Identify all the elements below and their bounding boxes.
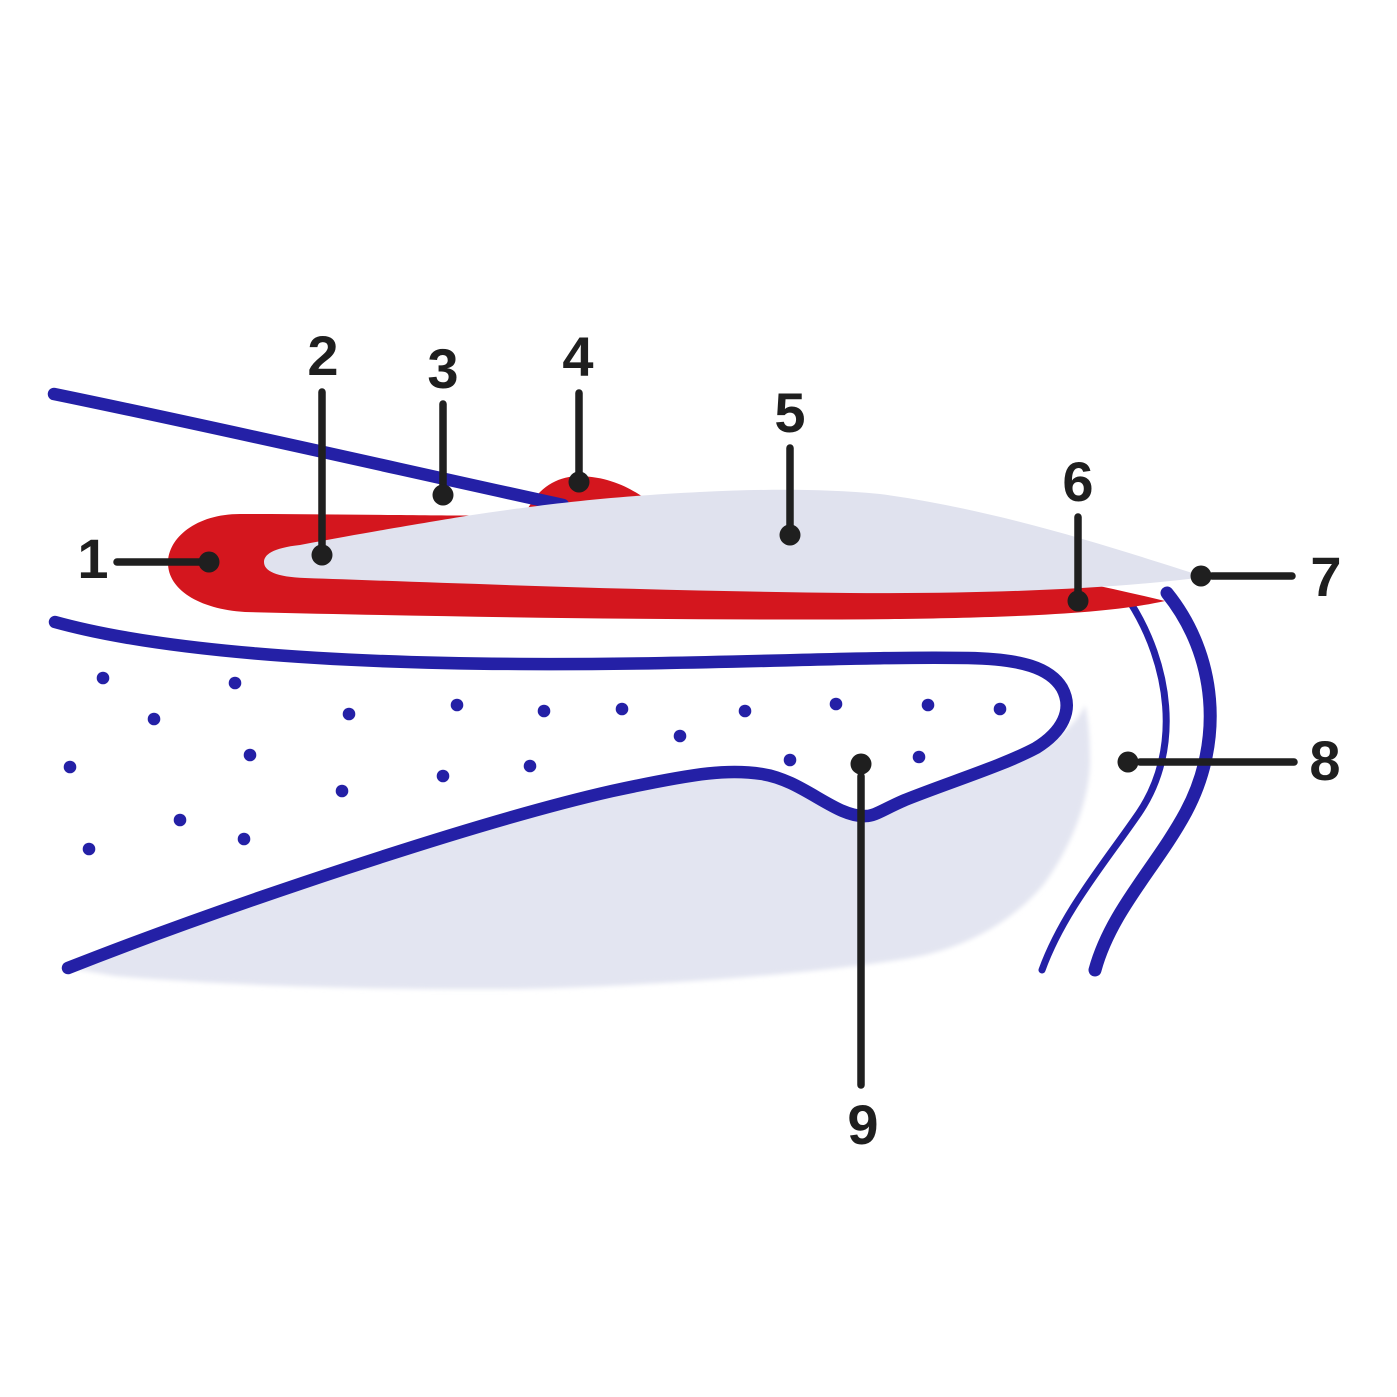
callout-6: 6 <box>1062 450 1094 612</box>
dermis-dot <box>783 753 797 767</box>
callout-5: 5 <box>774 381 806 546</box>
callout-marker-dot <box>198 551 220 573</box>
callout-marker-dot <box>568 471 590 493</box>
dermis-dot <box>96 671 110 685</box>
dermis-dot <box>615 702 629 716</box>
dermis-dot <box>147 712 161 726</box>
dermis-dot <box>450 698 464 712</box>
callout-number: 7 <box>1310 545 1341 608</box>
callout-8: 8 <box>1117 729 1341 792</box>
dermis-dot <box>82 842 96 856</box>
callout-layer: 1 2 3 4 5 6 7 8 9 <box>77 324 1341 1156</box>
callout-number: 8 <box>1309 729 1340 792</box>
callout-number: 5 <box>774 381 805 444</box>
callout-number: 3 <box>427 337 458 400</box>
callout-marker-dot <box>1067 590 1089 612</box>
callout-number: 1 <box>77 527 108 590</box>
callout-7: 7 <box>1190 545 1342 608</box>
dermis-dot <box>921 698 935 712</box>
callout-2: 2 <box>307 324 339 566</box>
dermis-dot <box>237 832 251 846</box>
callout-marker-dot <box>311 544 333 566</box>
dermis-dot <box>342 707 356 721</box>
distal-phalanx-bone-shape <box>70 705 1090 990</box>
dermis-dot <box>523 759 537 773</box>
dermis-dot <box>228 676 242 690</box>
callout-marker-dot <box>1190 565 1212 587</box>
nail-plate-shape <box>264 489 1205 594</box>
callout-3: 3 <box>427 337 459 506</box>
callout-marker-dot <box>779 524 801 546</box>
dermis-dot <box>537 704 551 718</box>
dermis-dot <box>673 729 687 743</box>
nail-bed-outline <box>48 615 1073 975</box>
callout-4: 4 <box>562 325 594 493</box>
dermis-dot <box>829 697 843 711</box>
dermis-dots <box>63 671 1007 856</box>
dermis-dot <box>738 704 752 718</box>
dermis-dot <box>173 813 187 827</box>
callout-number: 9 <box>847 1093 878 1156</box>
callout-1: 1 <box>77 527 220 590</box>
dermis-dot <box>912 750 926 764</box>
callout-number: 2 <box>307 324 338 387</box>
callout-number: 6 <box>1062 450 1093 513</box>
callout-9: 9 <box>847 753 879 1156</box>
dermis-dot <box>63 760 77 774</box>
callout-marker-dot <box>1117 751 1139 773</box>
proximal-nail-fold-line <box>47 387 570 512</box>
dermis-dot <box>436 769 450 783</box>
dermis-dot <box>993 702 1007 716</box>
fingertip-skin-outer-line <box>1088 586 1217 977</box>
dermis-dot <box>335 784 349 798</box>
callout-marker-dot <box>432 484 454 506</box>
fingertip-skin-inner-line <box>1038 598 1170 974</box>
dermis-dot <box>243 748 257 762</box>
callout-number: 4 <box>562 325 593 388</box>
callout-marker-dot <box>850 753 872 775</box>
